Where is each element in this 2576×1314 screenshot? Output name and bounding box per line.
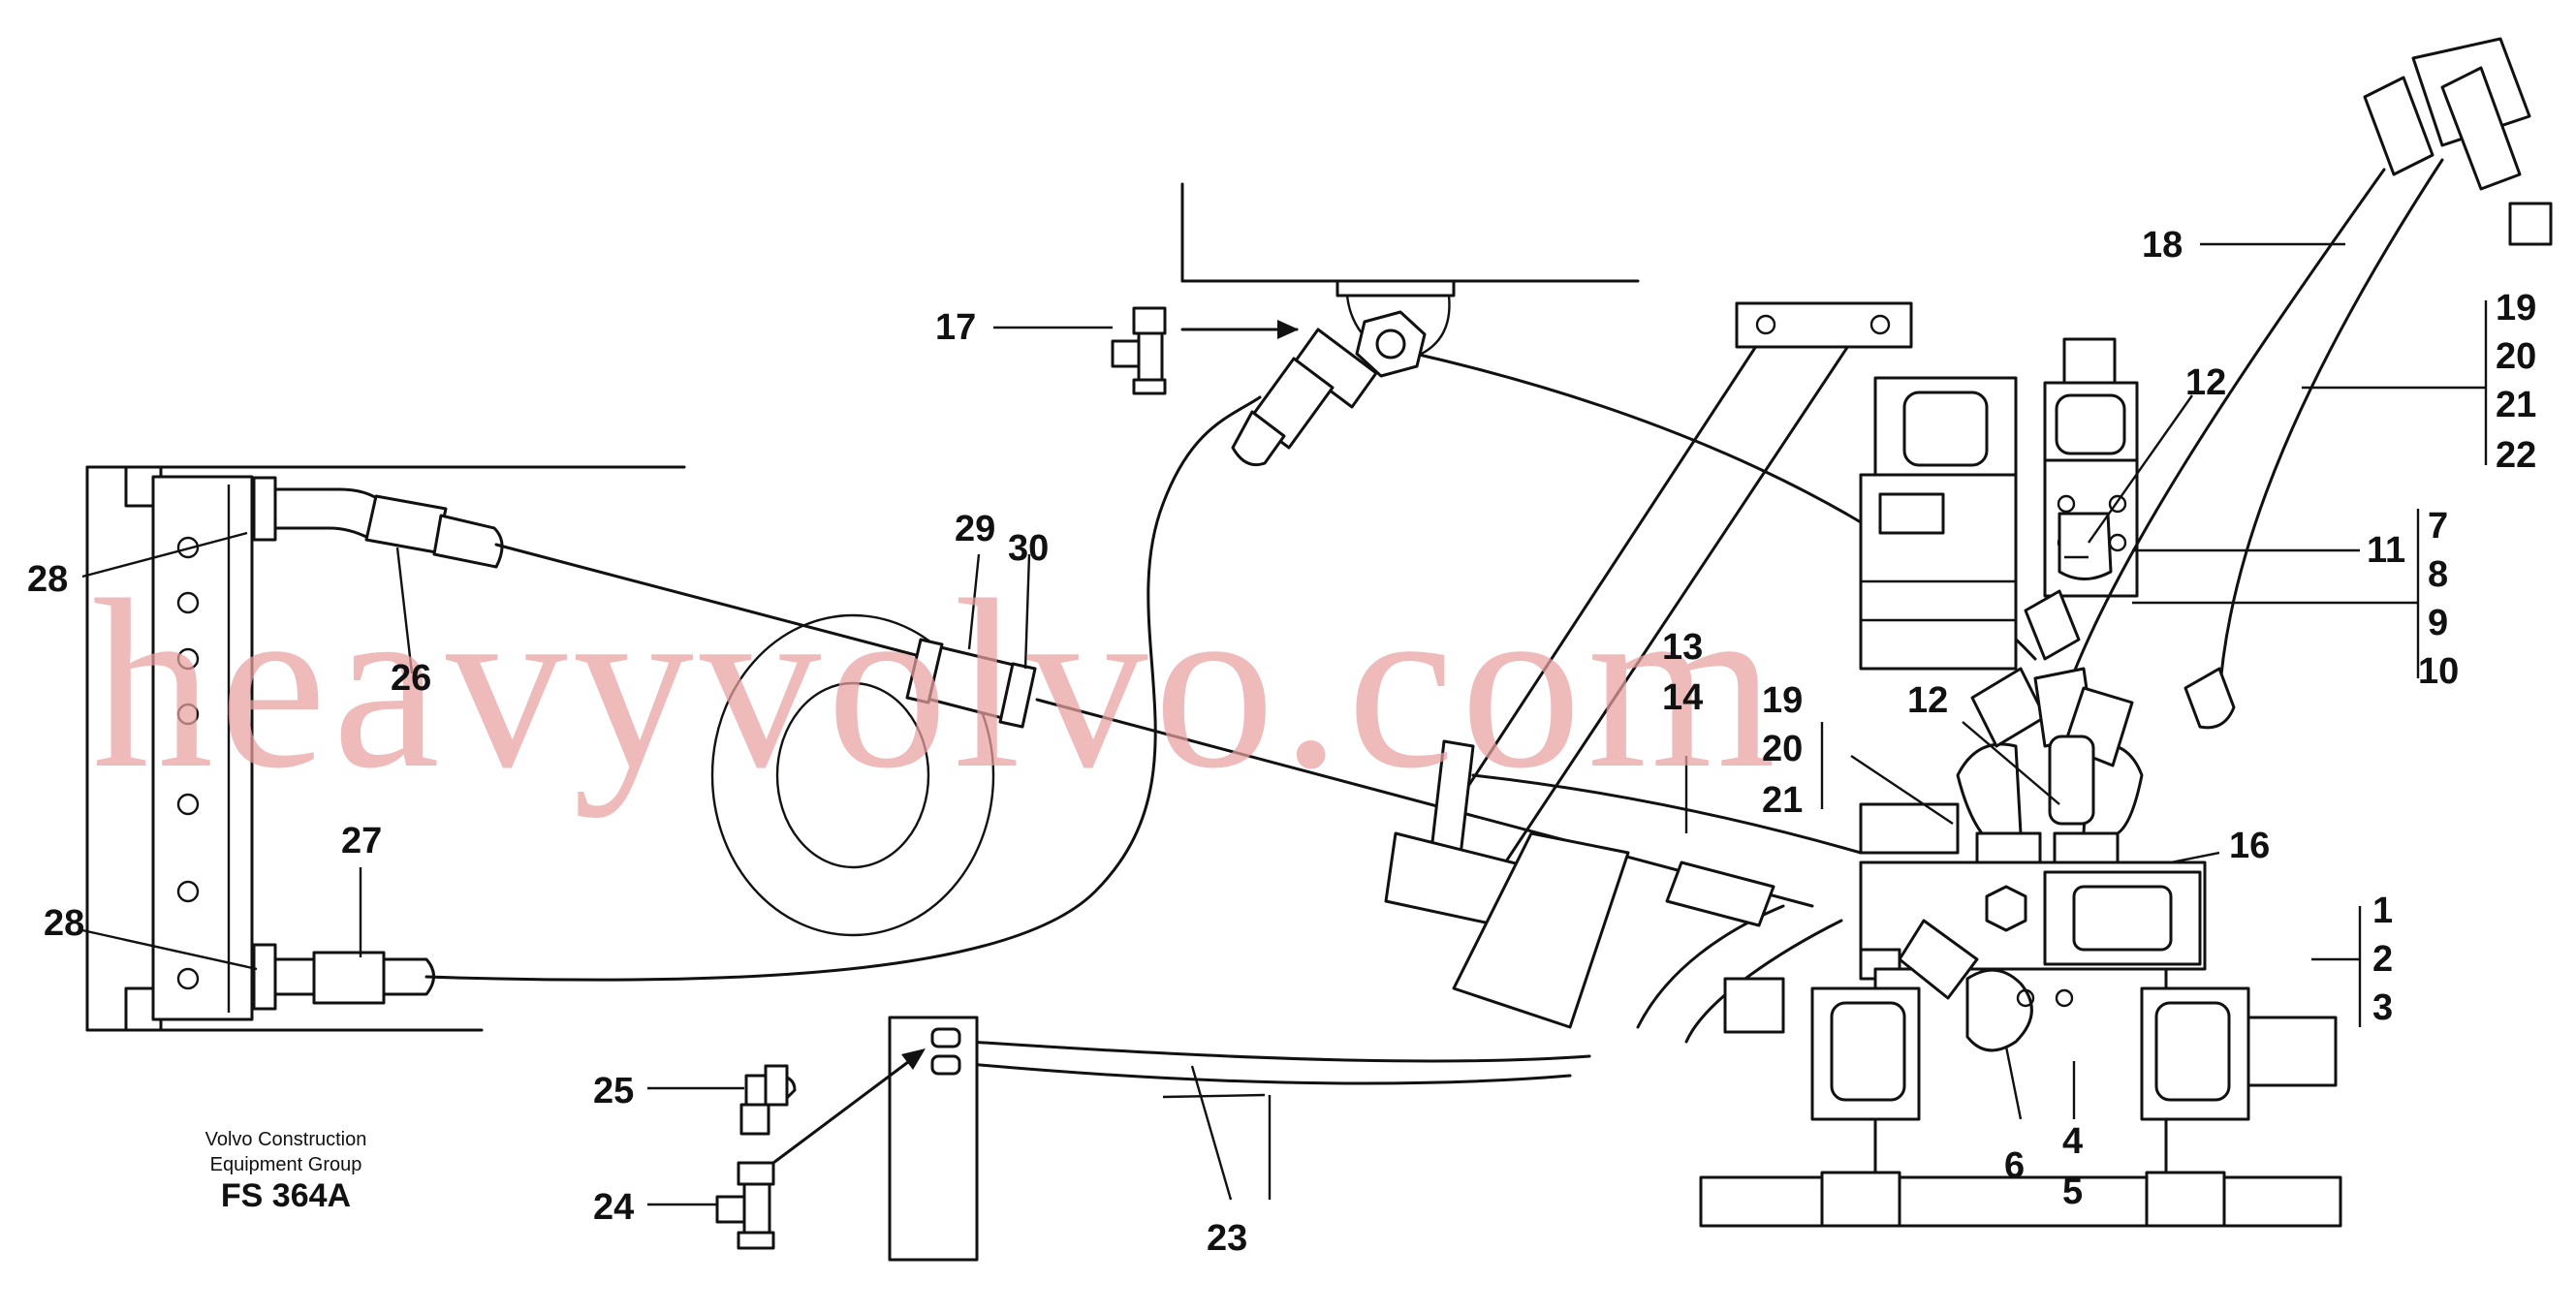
callout-28-upper: 28 [27, 559, 68, 600]
callout-2: 2 [2372, 939, 2393, 980]
bracket-clamp [1384, 739, 1775, 1029]
pipe-assembly-18 [2062, 37, 2553, 730]
callout-4: 4 [2062, 1121, 2083, 1162]
top-frame [1180, 182, 1640, 467]
callout-3: 3 [2372, 987, 2393, 1028]
callout-21-left: 21 [1762, 780, 1803, 821]
valve-block-upper [1859, 337, 2139, 671]
callout-29: 29 [955, 509, 995, 549]
callout-6: 6 [2004, 1145, 2025, 1186]
callout-13: 13 [1662, 627, 1703, 668]
callout-7: 7 [2428, 506, 2448, 547]
callout-numbers: 1 2 3 4 5 6 7 8 9 10 11 12 12 13 14 16 1… [27, 225, 2536, 1259]
watermark-text: heavyvolvo.com [92, 550, 1781, 819]
callout-10: 10 [2418, 651, 2459, 692]
callout-17: 17 [935, 307, 976, 348]
lower-hose-fitting [252, 943, 435, 1011]
tee-fitting-17 [1111, 306, 1167, 395]
callout-12-upper: 12 [2185, 362, 2226, 403]
callout-5: 5 [2062, 1172, 2083, 1212]
manifold-block [1699, 860, 2342, 1228]
callout-20-right: 20 [2496, 336, 2536, 377]
leader-lines [81, 242, 2488, 1206]
callout-22: 22 [2496, 435, 2536, 476]
callout-14: 14 [1662, 677, 1703, 718]
upper-hose-fitting [252, 476, 504, 569]
callout-21-right: 21 [2496, 385, 2536, 425]
reservoir-outline [710, 613, 995, 937]
callout-19-left: 19 [1762, 680, 1803, 721]
inline-connector [905, 638, 1037, 729]
callout-25: 25 [593, 1071, 634, 1111]
mounting-plate [1735, 301, 1913, 349]
callout-24: 24 [593, 1187, 634, 1228]
callout-9: 9 [2428, 603, 2448, 643]
manufacturer-caption: Volvo Construction Equipment Group FS 36… [155, 1127, 417, 1215]
callout-23: 23 [1207, 1218, 1247, 1259]
callout-20-left: 20 [1762, 729, 1803, 769]
callout-11: 11 [2367, 530, 2405, 571]
callout-26: 26 [391, 658, 431, 699]
callout-19-right: 19 [2496, 288, 2536, 328]
manifold-top-fittings [1859, 589, 2144, 864]
callout-1: 1 [2372, 891, 2393, 931]
callout-28-lower: 28 [44, 903, 84, 944]
callout-30: 30 [1008, 528, 1049, 569]
callout-27: 27 [341, 821, 382, 861]
lower-left-valve-block [888, 1016, 979, 1262]
elbow-and-tee-24-25 [715, 1064, 797, 1250]
callout-8: 8 [2428, 554, 2448, 595]
callout-18: 18 [2142, 225, 2183, 266]
figure-code: FS 364A [220, 1177, 352, 1214]
caption-line-2: Equipment Group [209, 1154, 362, 1175]
callout-16: 16 [2229, 826, 2270, 866]
left-mounting-bracket [85, 465, 686, 1032]
caption-line-1: Volvo Construction [204, 1129, 367, 1150]
callout-12-lower: 12 [1907, 680, 1948, 721]
